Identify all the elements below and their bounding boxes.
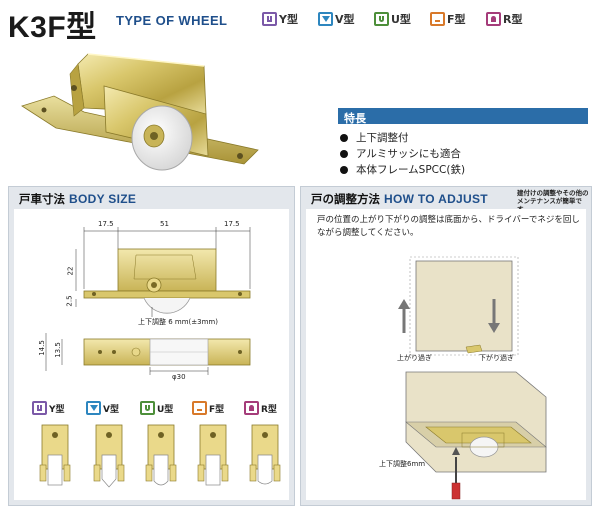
r-wheel-icon (486, 12, 501, 26)
dim-height: 22 (66, 266, 75, 276)
type-of-wheel-label: TYPE OF WHEEL (116, 13, 228, 28)
wheel-type-drawings (39, 424, 281, 488)
feature-item: アルミサッシにも適合 (340, 146, 588, 162)
v-wheel-icon (86, 401, 101, 415)
bullet-icon (340, 166, 348, 174)
too-high-label: 上がり過ぎ (397, 354, 432, 362)
u-wheel-icon (140, 401, 155, 415)
bullet-icon (340, 134, 348, 142)
u-wheel-icon (374, 12, 389, 26)
dim-bottom: 2.5 (65, 295, 74, 307)
body-size-content: 17.5 51 17.5 22 2.5 上下調整 6 mm(±3mm) 14.5… (14, 209, 289, 500)
dim-right: 17.5 (224, 220, 240, 228)
bullet-icon (340, 150, 348, 158)
dim-center: 51 (160, 220, 169, 228)
dim-adjust: 上下調整 6 mm(±3mm) (138, 318, 218, 326)
features-list: 上下調整付 アルミサッシにも適合 本体フレームSPCC(鉄) (338, 130, 588, 178)
type-u-legend: U型 (374, 11, 411, 27)
model-title: K3F型 (8, 11, 97, 44)
f-wheel-icon (430, 12, 445, 26)
r-wheel-icon (244, 401, 259, 415)
feature-item: 本体フレームSPCC(鉄) (340, 162, 588, 178)
body-size-drawing (45, 227, 251, 375)
body-size-panel: 戸車寸法 BODY SIZE (8, 186, 295, 506)
too-low-label: 下がり過ぎ (479, 354, 514, 362)
type-v-label: V型 (335, 13, 355, 26)
type-r-label: R型 (503, 13, 523, 26)
product-photo (14, 46, 264, 176)
type-y-label: Y型 (279, 13, 298, 26)
dim-left: 17.5 (98, 220, 114, 228)
how-to-adjust-panel: 戸の調整方法 HOW TO ADJUST 建付けの調整やその他の メンテナンスが… (300, 186, 592, 506)
feature-item: 上下調整付 (340, 130, 588, 146)
how-to-adjust-title: 戸の調整方法 HOW TO ADJUST (311, 192, 488, 206)
adjust-diagram (398, 256, 547, 500)
type-v-legend: V型 (318, 11, 355, 27)
dim-w2: 13.5 (53, 342, 62, 358)
header: K3F型 TYPE OF WHEEL Y型 V型 U型 F型 R型 (8, 3, 598, 44)
type-u-label: U型 (391, 13, 411, 26)
features-section: 特長 上下調整付 アルミサッシにも適合 本体フレームSPCC(鉄) (338, 108, 588, 178)
features-title: 特長 (338, 108, 588, 125)
v-wheel-icon (318, 12, 333, 26)
dim-w1: 14.5 (37, 340, 46, 356)
body-size-title: 戸車寸法 BODY SIZE (19, 192, 137, 206)
wheel-type-u: U型 (140, 401, 173, 415)
wheel-types-row: Y型 V型 U型 F型 R型 (14, 401, 291, 501)
dim-diameter: φ30 (172, 373, 186, 381)
wheel-type-y: Y型 (32, 401, 65, 415)
y-wheel-icon (32, 401, 47, 415)
type-y-legend: Y型 (262, 11, 298, 27)
type-f-label: F型 (447, 13, 466, 26)
type-f-legend: F型 (430, 11, 466, 27)
wheel-type-f: F型 (192, 401, 224, 415)
f-wheel-icon (192, 401, 207, 415)
y-wheel-icon (262, 12, 277, 26)
adjust-instructions: 戸の位置の上がり下がりの調整は底面から、ドライバーでネジを回しながら調整してくだ… (317, 215, 580, 238)
type-r-legend: R型 (486, 11, 522, 27)
wheel-type-v: V型 (86, 401, 119, 415)
adjust-6mm-label: 上下調整6mm (379, 460, 426, 468)
wheel-type-r: R型 (244, 401, 277, 415)
